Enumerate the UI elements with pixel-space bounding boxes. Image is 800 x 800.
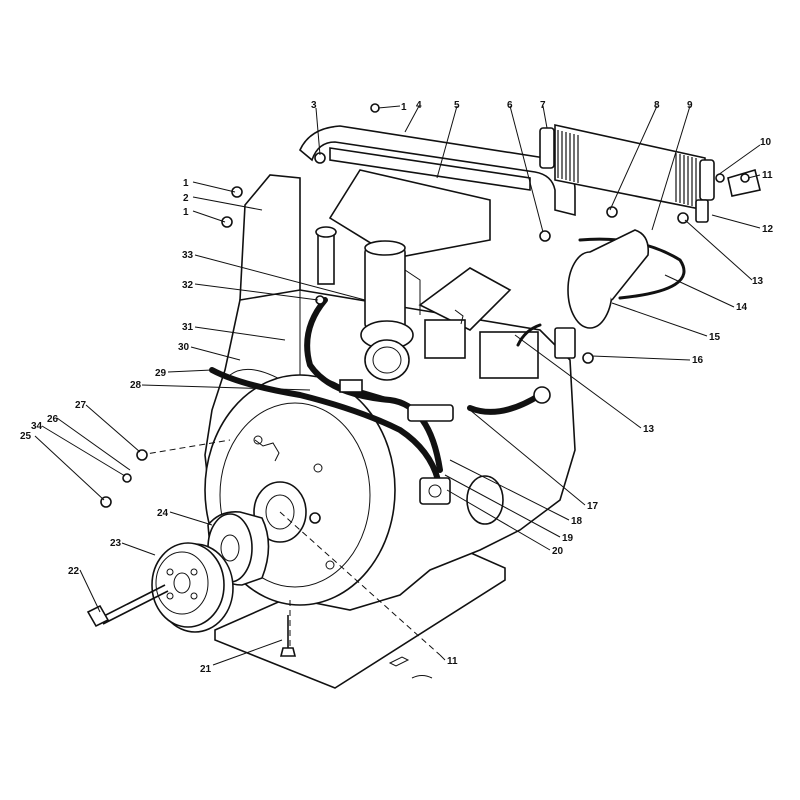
fuel-filter bbox=[419, 477, 451, 505]
callout-13-lower: 13 bbox=[643, 424, 655, 435]
callout-18: 18 bbox=[571, 516, 583, 527]
callout-19: 19 bbox=[562, 533, 574, 544]
pulley bbox=[151, 542, 234, 633]
callout-16: 16 bbox=[692, 355, 704, 366]
callout-29: 29 bbox=[155, 368, 167, 379]
callout-5: 5 bbox=[454, 100, 460, 111]
callout-8: 8 bbox=[654, 100, 660, 111]
callout-15: 15 bbox=[709, 332, 721, 343]
bottom-bolt bbox=[279, 615, 297, 657]
engine-drawing bbox=[86, 103, 761, 689]
callout-4: 4 bbox=[416, 100, 422, 111]
callout-28: 28 bbox=[130, 380, 142, 391]
callout-17: 17 bbox=[587, 501, 599, 512]
callout-13-upper: 13 bbox=[752, 276, 764, 287]
callout-2: 2 bbox=[183, 193, 189, 204]
callout-3: 3 bbox=[311, 100, 317, 111]
callout-25: 25 bbox=[20, 431, 32, 442]
side-port bbox=[466, 475, 504, 525]
pulley-bolt bbox=[86, 584, 169, 628]
callout-34: 34 bbox=[31, 421, 43, 432]
callout-7: 7 bbox=[540, 100, 546, 111]
intake-tube bbox=[360, 240, 421, 381]
callout-1-left-lower: 1 bbox=[183, 207, 189, 218]
callout-22: 22 bbox=[68, 566, 80, 577]
callout-6: 6 bbox=[507, 100, 513, 111]
callout-21: 21 bbox=[200, 664, 212, 675]
callout-20: 20 bbox=[552, 546, 564, 557]
alignment-lines bbox=[139, 439, 441, 656]
callout-9: 9 bbox=[687, 100, 693, 111]
callout-1-top: 1 bbox=[401, 102, 407, 113]
callout-24: 24 bbox=[157, 508, 169, 519]
callout-30: 30 bbox=[178, 342, 190, 353]
callout-10: 10 bbox=[760, 137, 772, 148]
muffler bbox=[554, 229, 650, 359]
callout-labels: 1 1 1 2 3 4 5 6 7 8 9 10 11 12 13 14 15 … bbox=[20, 100, 774, 675]
callout-23: 23 bbox=[110, 538, 122, 549]
breather-pipe bbox=[315, 226, 337, 285]
callout-14: 14 bbox=[736, 302, 748, 313]
callout-12: 12 bbox=[762, 224, 774, 235]
callout-11-right: 11 bbox=[762, 170, 773, 181]
callout-31: 31 bbox=[182, 322, 194, 333]
heat-shield bbox=[239, 125, 576, 331]
in-line-valve bbox=[339, 379, 454, 422]
callout-11-bottom: 11 bbox=[447, 656, 458, 667]
callout-26: 26 bbox=[47, 414, 59, 425]
cooler-fins bbox=[557, 130, 697, 207]
control-bracket bbox=[418, 267, 539, 379]
leader-lines bbox=[34, 105, 761, 666]
callout-1-left-upper: 1 bbox=[183, 178, 189, 189]
callout-27: 27 bbox=[75, 400, 87, 411]
oil-cooler bbox=[539, 124, 715, 223]
callout-32: 32 bbox=[182, 280, 194, 291]
callout-33: 33 bbox=[182, 250, 194, 261]
